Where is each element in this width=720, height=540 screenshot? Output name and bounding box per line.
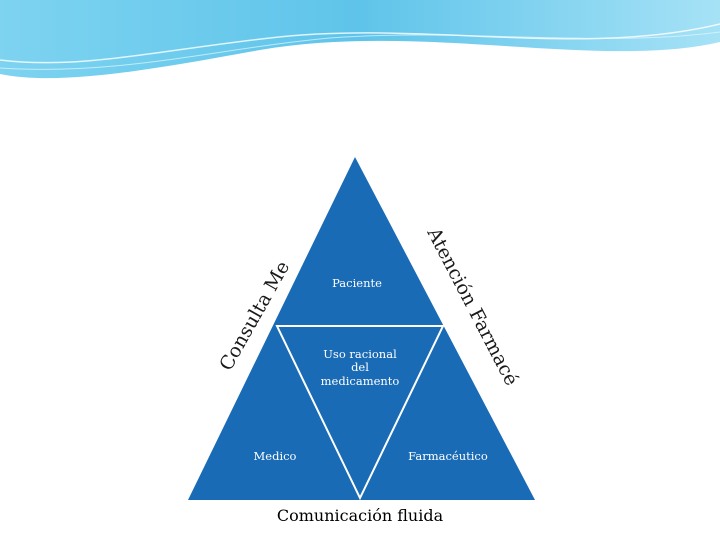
center-top-label: Paciente: [332, 276, 382, 290]
center-middle-line-3: medicamento: [321, 374, 400, 388]
pyramid-diagram: [188, 157, 535, 501]
bottom-right-label: Farmacéutico: [408, 449, 488, 463]
center-middle-line-1: Uso racional: [323, 347, 397, 361]
header-band: [0, 0, 720, 79]
bottom-caption-box: Comunicación fluida: [270, 502, 450, 528]
pyramid-triangle: [188, 157, 535, 500]
bottom-left-label: Medico: [254, 449, 297, 463]
center-middle-line-2: del: [351, 360, 369, 374]
inner-divider-lines: [275, 325, 445, 501]
bottom-caption: Comunicación fluida: [277, 506, 444, 525]
